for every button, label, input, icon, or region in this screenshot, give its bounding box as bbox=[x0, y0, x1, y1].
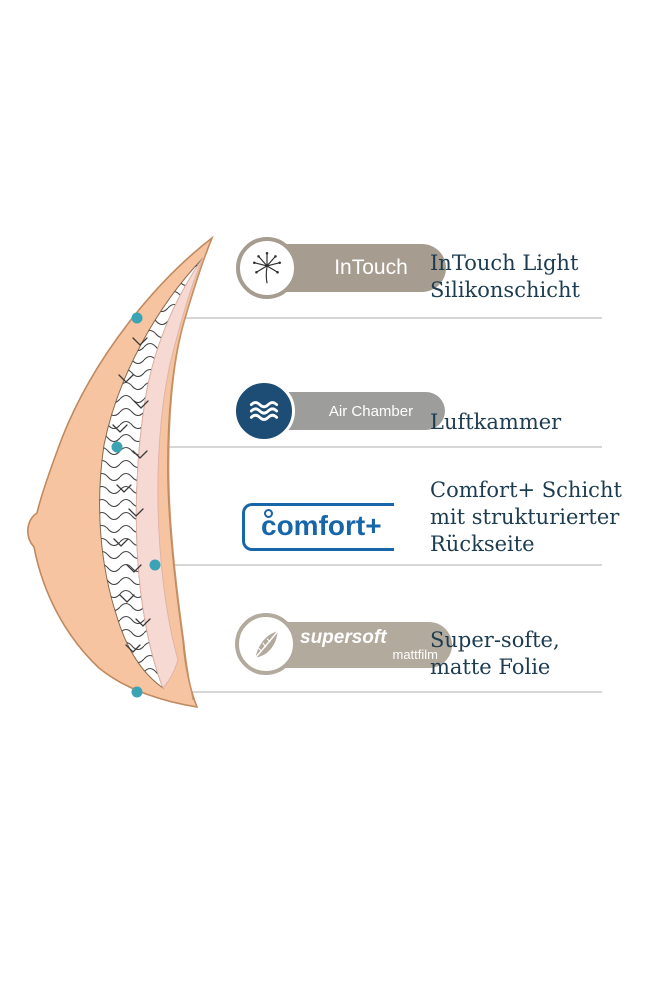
marker-dot-4 bbox=[131, 686, 143, 698]
silicone-layer-hatch bbox=[99, 258, 203, 688]
leader-lines bbox=[117, 317, 602, 693]
label-line: Comfort+ Schicht bbox=[430, 478, 622, 502]
label-air-chamber: Luftkammer bbox=[430, 409, 561, 436]
label-line: Luftkammer bbox=[430, 410, 562, 434]
badge-intouch: InTouch bbox=[236, 237, 446, 299]
marker-dot-1 bbox=[131, 312, 143, 324]
label-supersoft: Super-softe, matte Folie bbox=[430, 627, 560, 681]
dandelion-icon bbox=[236, 237, 298, 299]
feather-icon bbox=[235, 613, 297, 675]
comfort-plus-label: comfort+ bbox=[261, 510, 382, 541]
back-film-line bbox=[168, 251, 208, 701]
badge-intouch-label: InTouch bbox=[334, 256, 408, 279]
badge-supersoft-label: supersoft bbox=[300, 627, 387, 648]
marker-dot-3 bbox=[149, 559, 161, 571]
label-line: mit strukturierter bbox=[430, 505, 620, 529]
label-intouch: InTouch Light Silikonschicht bbox=[430, 250, 580, 304]
marker-dots bbox=[111, 312, 161, 698]
waves-icon bbox=[233, 380, 295, 442]
badge-air-chamber-label: Air Chamber bbox=[328, 402, 414, 420]
badge-supersoft-text: supersoft mattfilm bbox=[300, 627, 452, 663]
badge-air-chamber: Air Chamber bbox=[233, 380, 445, 442]
label-line: Rückseite bbox=[430, 532, 535, 556]
comfort-plus-logo: comfort+ bbox=[242, 503, 394, 551]
label-line: InTouch Light bbox=[430, 251, 579, 275]
structured-back-layer bbox=[135, 257, 204, 689]
badge-supersoft: supersoft mattfilm bbox=[235, 613, 452, 675]
flow-arrows bbox=[112, 337, 151, 653]
label-line: Silikonschicht bbox=[430, 278, 580, 302]
badge-supersoft-sublabel: mattfilm bbox=[392, 647, 439, 662]
label-comfort: Comfort+ Schicht mit strukturierter Rück… bbox=[430, 477, 622, 558]
label-line: matte Folie bbox=[430, 655, 551, 679]
degree-mark-icon bbox=[264, 509, 273, 518]
label-line: Super-softe, bbox=[430, 628, 560, 652]
marker-dot-2 bbox=[111, 441, 123, 453]
